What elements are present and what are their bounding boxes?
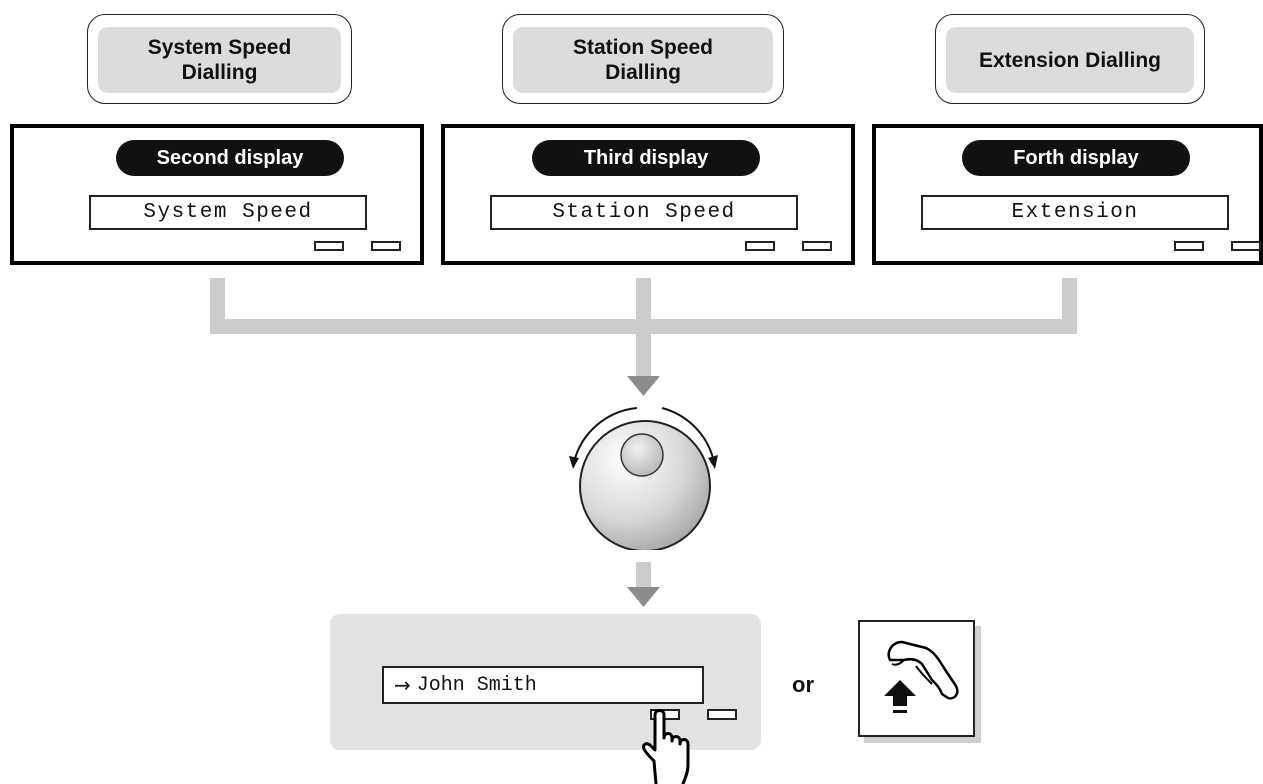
display-panel-forth: Forth display Extension [872,124,1263,265]
display-title-pill: Forth display [962,140,1190,176]
display-title-pill: Third display [532,140,760,176]
display-panel-second: Second display System Speed [10,124,424,265]
pointing-hand-icon [642,709,690,784]
mode-label: System Speed Dialling [98,27,341,93]
lcd-screen: Station Speed [490,195,798,230]
soft-key-right[interactable] [1231,241,1261,251]
soft-key-left[interactable] [745,241,775,251]
mode-card-extension: Extension Dialling [935,14,1205,104]
lcd-screen: System Speed [89,195,367,230]
display-title-pill: Second display [116,140,344,176]
lcd-screen: Extension [921,195,1229,230]
soft-key-right[interactable] [371,241,401,251]
or-label: or [792,672,814,697]
off-hook-button[interactable] [858,620,975,737]
soft-key-left[interactable] [314,241,344,251]
mode-label: Station Speed Dialling [513,27,773,93]
soft-key-left[interactable] [1174,241,1204,251]
mode-card-station-speed: Station Speed Dialling [502,14,784,104]
off-hook-handset-icon [884,640,959,713]
mode-card-system-speed: System Speed Dialling [87,14,352,104]
display-panel-third: Third display Station Speed [441,124,855,265]
jog-dial-icon[interactable] [560,400,730,550]
phone-display-panel: → John Smith [330,614,761,750]
result-lcd: → John Smith [382,666,704,704]
mode-label: Extension Dialling [946,27,1194,93]
soft-key-right[interactable] [802,241,832,251]
soft-key-right[interactable] [707,709,737,720]
arrow-glyph: → [394,673,411,697]
contact-name: John Smith [416,673,537,697]
